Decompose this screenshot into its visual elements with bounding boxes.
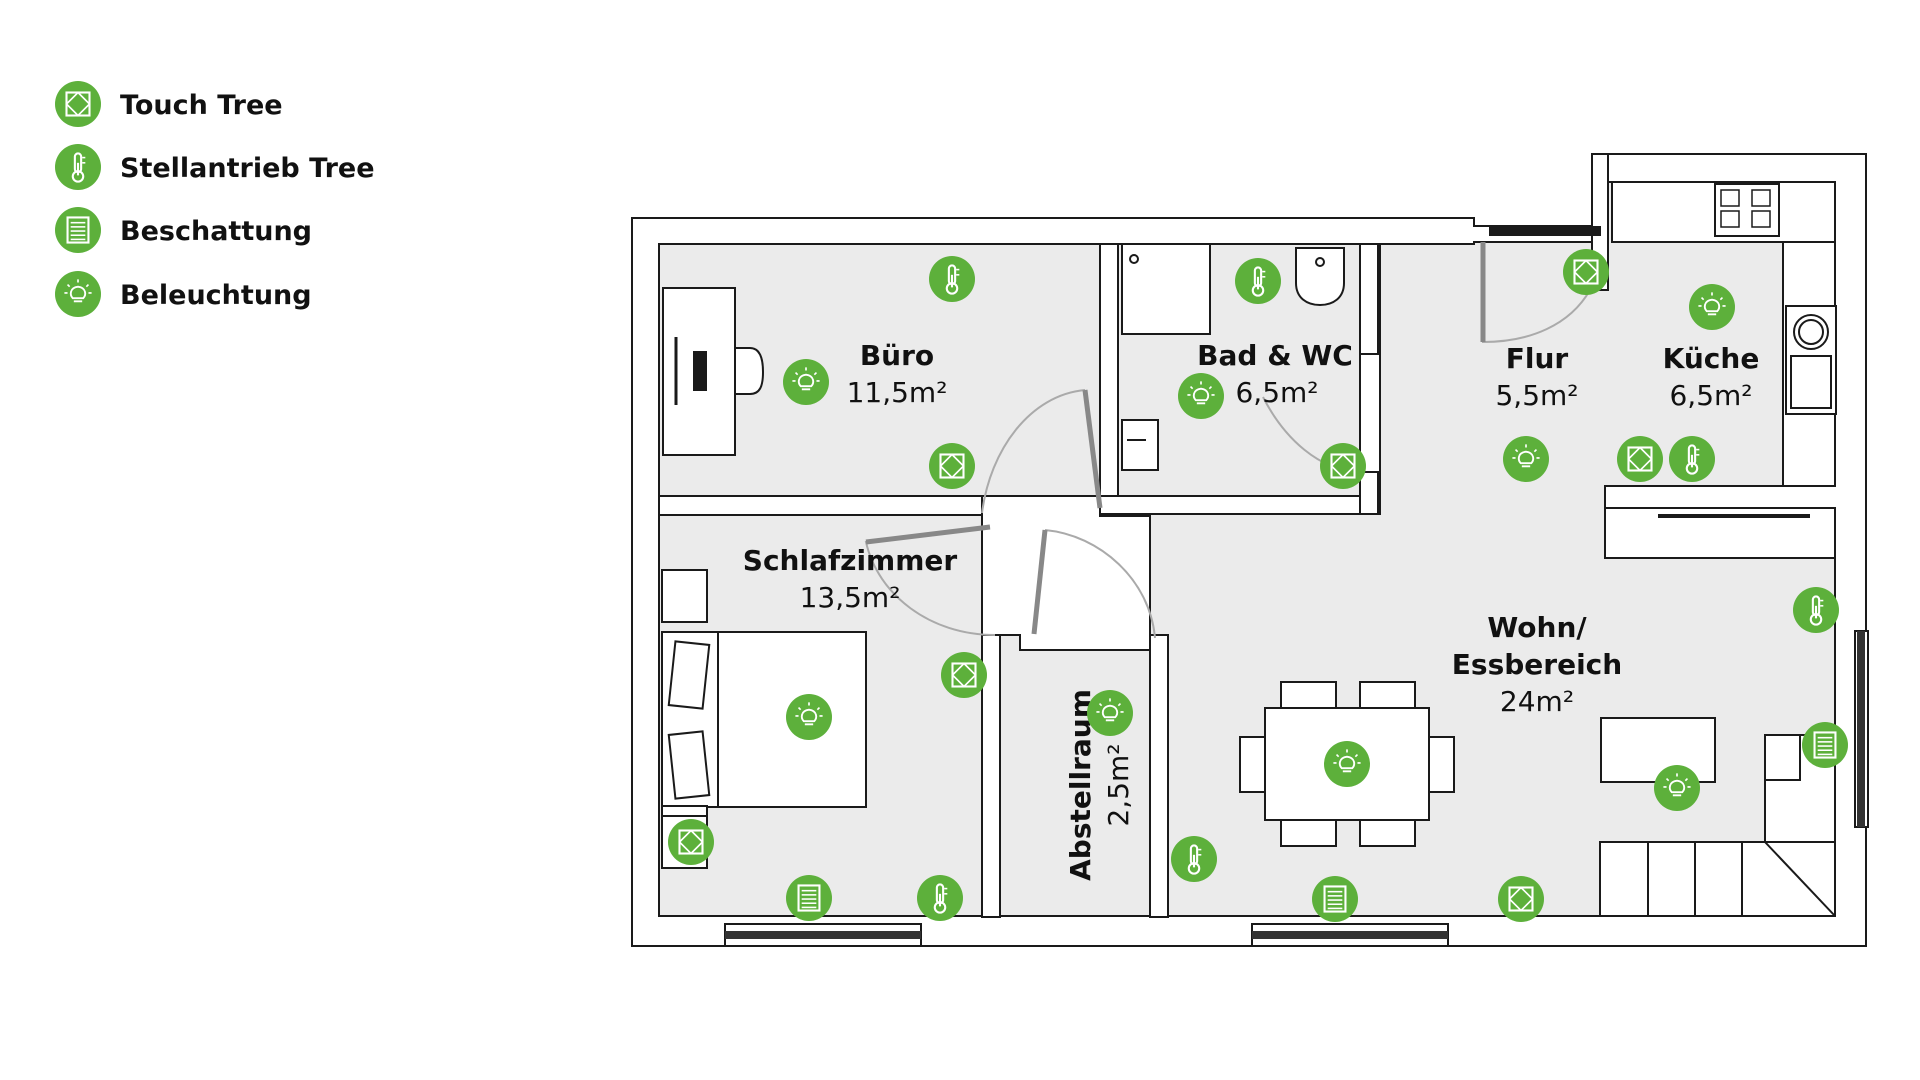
room-name-wohn: Wohn/ [1487, 611, 1587, 644]
pillow [667, 730, 711, 800]
door-buero [981, 389, 1086, 514]
blind-icon [55, 207, 101, 253]
room-area-schlafzimmer: 13,5m² [800, 581, 901, 614]
light-bulb-icon[interactable] [786, 694, 832, 740]
thermometer-icon[interactable] [1171, 836, 1217, 882]
nightstand-top [661, 569, 708, 623]
touch-panel-icon[interactable] [1617, 436, 1663, 482]
room-name-flur: Flur [1506, 342, 1569, 375]
wall-bad-bottom [1099, 495, 1379, 515]
floor-plan: Büro 11,5m² Bad & WC 6,5m² Flur 5,5m² Kü… [631, 153, 1869, 947]
stove-burners [1720, 189, 1771, 228]
touch-panel-icon [55, 81, 101, 127]
light-bulb-icon[interactable] [1087, 690, 1133, 736]
blind-icon[interactable] [1312, 876, 1358, 922]
chair [734, 347, 765, 395]
door-leaf [1031, 529, 1048, 635]
drum-inner [1798, 319, 1824, 345]
room-area-buero: 11,5m² [847, 376, 948, 409]
thermometer-icon[interactable] [1669, 436, 1715, 482]
touch-panel-icon[interactable] [1320, 443, 1366, 489]
legend-label: Beschattung [120, 216, 312, 247]
wardrobe-left [661, 805, 708, 817]
toilet-flush [1315, 257, 1325, 267]
light-bulb-icon[interactable] [1503, 436, 1549, 482]
window-pane [725, 931, 921, 939]
thermometer-icon [55, 144, 101, 190]
room-name-kueche: Küche [1663, 342, 1760, 375]
stairs [1599, 841, 1836, 917]
legend-label: Touch Tree [120, 90, 283, 121]
tv-unit-part [1764, 734, 1801, 781]
blind-icon[interactable] [786, 875, 832, 921]
legend-item-shading: Beschattung [55, 207, 312, 253]
light-bulb-icon[interactable] [1324, 741, 1370, 787]
room-area-kueche: 6,5m² [1669, 379, 1752, 412]
light-bulb-icon[interactable] [783, 359, 829, 405]
touch-panel-icon[interactable] [668, 819, 714, 865]
window-flur [1489, 226, 1601, 236]
pillow [667, 640, 711, 710]
room-area-flur: 5,5m² [1495, 379, 1578, 412]
window-pane [1857, 631, 1865, 827]
dining-chairs [1239, 681, 1455, 847]
room-name-schlafzimmer: Schlafzimmer [743, 544, 958, 577]
toilet [1295, 247, 1345, 307]
oven [1790, 355, 1832, 409]
legend-label: Beleuchtung [120, 280, 312, 311]
room-area-abstellraum: 2,5m² [1102, 743, 1135, 826]
wall-abst-wohn [1149, 634, 1169, 918]
wall-buero-bad [1099, 243, 1119, 497]
light-bulb-icon [55, 271, 101, 317]
legend-label: Stellantrieb Tree [120, 153, 375, 184]
room-name-buero: Büro [860, 339, 934, 372]
door-abst [1044, 529, 1156, 639]
thermometer-icon[interactable] [929, 256, 975, 302]
thermometer-icon[interactable] [917, 875, 963, 921]
touch-panel-icon[interactable] [1498, 876, 1544, 922]
light-bulb-icon[interactable] [1178, 373, 1224, 419]
legend-item-touch: Touch Tree [55, 81, 283, 127]
legend-item-lighting: Beleuchtung [55, 271, 312, 317]
legend: Touch Tree Stellantrieb Tree Beschattung… [55, 81, 375, 317]
room-name-bad-wc: Bad & WC [1197, 339, 1353, 372]
wall-bad-flur-low [1359, 471, 1379, 515]
room-area-wohn: 24m² [1500, 685, 1574, 718]
light-bulb-icon[interactable] [1654, 765, 1700, 811]
touch-panel-icon[interactable] [941, 652, 987, 698]
doors [864, 242, 1591, 639]
wall-buero-schlaf [658, 495, 983, 516]
touch-panel-icon[interactable] [929, 443, 975, 489]
door-leaf [1082, 389, 1103, 509]
room-area-bad-wc: 6,5m² [1235, 376, 1318, 409]
room-name-essbereich: Essbereich [1452, 648, 1622, 681]
door-schlaf [864, 526, 996, 636]
legend-item-thermostat: Stellantrieb Tree [55, 144, 375, 190]
thermometer-icon[interactable] [1793, 587, 1839, 633]
light-bulb-icon[interactable] [1689, 284, 1735, 330]
shower-drain [1129, 254, 1139, 264]
wall-bad-flur [1359, 243, 1379, 355]
touch-panel-icon[interactable] [1563, 249, 1609, 295]
window-pane [1252, 931, 1448, 939]
sink [1121, 419, 1159, 471]
windows [724, 226, 1869, 947]
sideboard [1600, 717, 1716, 783]
blind-icon[interactable] [1802, 722, 1848, 768]
room-labels: Büro 11,5m² Bad & WC 6,5m² Flur 5,5m² Kü… [743, 339, 1760, 881]
door-leaf [865, 524, 991, 545]
door-flur [1482, 242, 1591, 344]
monitor [693, 351, 707, 391]
thermometer-icon[interactable] [1235, 258, 1281, 304]
